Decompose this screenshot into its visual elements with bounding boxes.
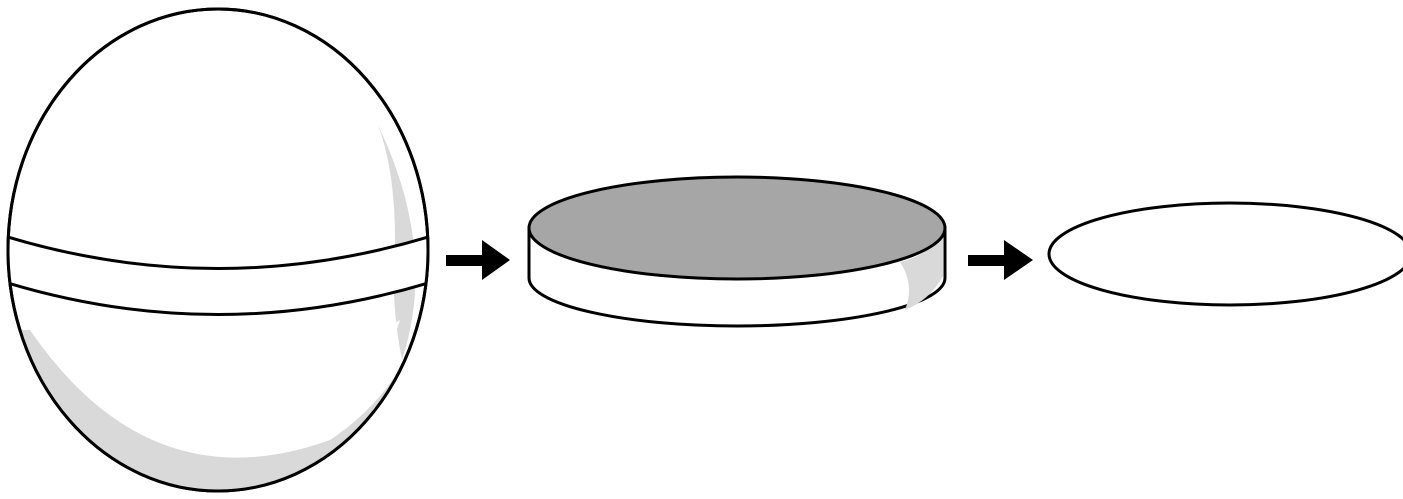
disk (529, 177, 945, 326)
arrow-2-shaft (968, 255, 1008, 266)
arrow-1 (446, 240, 510, 280)
arrow-2-head (1004, 240, 1033, 280)
flat-ellipse (1049, 203, 1403, 305)
disk-top-face (529, 177, 945, 279)
arrow-1-head (482, 240, 510, 280)
arrow-2 (968, 240, 1033, 280)
sphere (0, 9, 430, 499)
arrow-1-shaft (446, 255, 486, 266)
flat-ellipse-shape (1049, 203, 1403, 305)
